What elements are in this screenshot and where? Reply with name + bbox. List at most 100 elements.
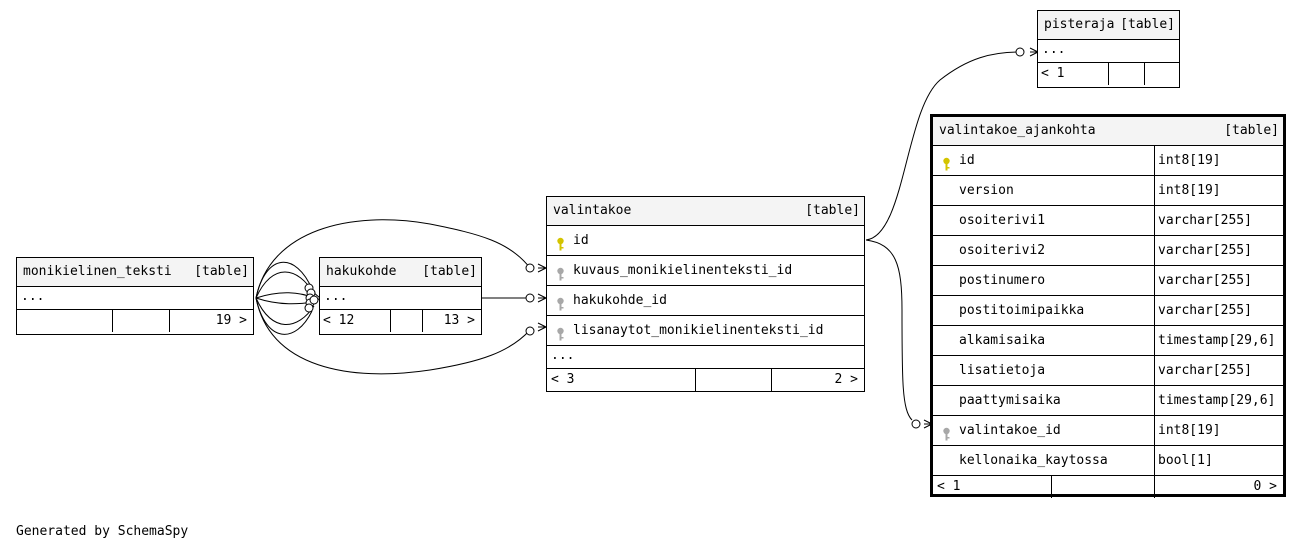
column-name: osoiterivi1: [959, 213, 1046, 228]
parents-link[interactable]: < 3: [551, 372, 575, 387]
column-list: id kuvaus_monikielinenteksti_id hakukohde_…: [547, 226, 864, 346]
edge-monikielinen-hakukohde: [255, 297, 315, 305]
children-link[interactable]: 0 >: [1154, 476, 1283, 498]
column-name: valintakoe_id: [959, 423, 1061, 438]
foreign-key-icon: [942, 423, 951, 441]
column-name: lisatietoja: [959, 363, 1046, 378]
parents-link[interactable]: < 12: [323, 313, 355, 328]
table-name: pisteraja: [1044, 17, 1115, 32]
column-type: timestamp[29,6]: [1154, 326, 1275, 355]
foreign-key-icon: [556, 293, 565, 311]
column-name: version: [959, 183, 1014, 198]
column-name: paattymisaika: [959, 393, 1061, 408]
table-name: valintakoe: [553, 203, 632, 218]
column-type: varchar[255]: [1154, 236, 1252, 265]
edge-monikielinen-valintakoe-lisanaytot: [255, 297, 531, 375]
table-footer: < 3 2 >: [547, 369, 864, 391]
table-header[interactable]: monikielinen_teksti [table]: [17, 258, 253, 287]
parents-link[interactable]: < 1: [1041, 66, 1065, 81]
column-name: id: [959, 153, 975, 168]
column-name: kellonaika_kaytossa: [959, 453, 1108, 468]
table-header[interactable]: valintakoe [table]: [547, 197, 864, 226]
column-list: id int8[19] version int8[19] osoiterivi1 varc…: [933, 146, 1283, 476]
table-footer: < 12 13 >: [320, 310, 481, 332]
table-type-tag: [table]: [805, 203, 860, 218]
footer-cell: [695, 369, 771, 391]
table-footer: < 1: [1038, 63, 1179, 85]
more-columns: ...: [547, 346, 864, 369]
footer-cell: [1144, 63, 1179, 85]
column-row[interactable]: alkamisaika timestamp[29,6]: [933, 326, 1283, 356]
column-name: kuvaus_monikielinenteksti_id: [573, 263, 793, 278]
table-header[interactable]: pisteraja [table]: [1038, 11, 1179, 40]
column-name: postitoimipaikka: [959, 303, 1085, 318]
edge-valintakoe-pisteraja: [865, 51, 1021, 241]
more-columns: ...: [1038, 40, 1179, 63]
foreign-key-icon: [556, 263, 565, 281]
column-name: id: [573, 233, 589, 248]
table-footer: < 1 0 >: [933, 476, 1283, 498]
table-header[interactable]: hakukohde [table]: [320, 258, 481, 287]
generated-by-text: Generated by SchemaSpy: [16, 524, 189, 539]
column-row[interactable]: hakukohde_id: [547, 286, 864, 316]
edge-monikielinen-hakukohde: [255, 297, 315, 325]
column-type: int8[19]: [1154, 416, 1221, 445]
children-link[interactable]: 13 >: [422, 310, 481, 332]
column-row[interactable]: postitoimipaikka varchar[255]: [933, 296, 1283, 326]
foreign-key-icon: [556, 323, 565, 341]
table-type-tag: [table]: [194, 264, 249, 279]
more-columns: ...: [17, 287, 253, 310]
column-row[interactable]: lisatietoja varchar[255]: [933, 356, 1283, 386]
children-link[interactable]: 19 >: [169, 310, 253, 332]
primary-key-icon: [942, 153, 951, 171]
column-type: timestamp[29,6]: [1154, 386, 1275, 415]
table-name: valintakoe_ajankohta: [939, 123, 1096, 138]
table-name: monikielinen_teksti: [23, 264, 172, 279]
column-row[interactable]: version int8[19]: [933, 176, 1283, 206]
table-pisteraja[interactable]: pisteraja [table] ... < 1: [1037, 10, 1180, 88]
column-name: lisanaytot_monikielinenteksti_id: [573, 323, 824, 338]
column-name: alkamisaika: [959, 333, 1046, 348]
column-type: varchar[255]: [1154, 296, 1252, 325]
column-row[interactable]: kellonaika_kaytossa bool[1]: [933, 446, 1283, 476]
table-name: hakukohde: [326, 264, 397, 279]
column-row[interactable]: kuvaus_monikielinenteksti_id: [547, 256, 864, 286]
footer-cell: [1051, 476, 1154, 498]
column-row[interactable]: id int8[19]: [933, 146, 1283, 176]
column-row[interactable]: postinumero varchar[255]: [933, 266, 1283, 296]
table-type-tag: [table]: [1224, 123, 1279, 138]
table-valintakoe[interactable]: valintakoe [table] id kuvaus_monikielinen…: [546, 196, 865, 392]
parents-link[interactable]: < 1: [937, 479, 961, 494]
edge-valintakoe-ajankohta: [865, 239, 913, 421]
column-row[interactable]: valintakoe_id int8[19]: [933, 416, 1283, 446]
table-footer: 19 >: [17, 310, 253, 332]
table-type-tag: [table]: [422, 264, 477, 279]
table-type-tag: [table]: [1120, 17, 1175, 32]
column-name: postinumero: [959, 273, 1046, 288]
column-name: osoiterivi2: [959, 243, 1046, 258]
column-type: varchar[255]: [1154, 356, 1252, 385]
column-row[interactable]: id: [547, 226, 864, 256]
column-type: int8[19]: [1154, 146, 1221, 175]
column-type: bool[1]: [1154, 446, 1213, 475]
primary-key-icon: [556, 233, 565, 251]
table-hakukohde[interactable]: hakukohde [table] ... < 12 13 >: [319, 257, 482, 335]
footer-cell: [112, 310, 169, 332]
more-columns: ...: [320, 287, 481, 310]
footer-cell: [390, 310, 422, 332]
edge-monikielinen-valintakoe-kuvaus: [255, 219, 531, 299]
table-header[interactable]: valintakoe_ajankohta [table]: [933, 117, 1283, 146]
column-type: int8[19]: [1154, 176, 1221, 205]
column-row[interactable]: paattymisaika timestamp[29,6]: [933, 386, 1283, 416]
column-type: varchar[255]: [1154, 206, 1252, 235]
children-link[interactable]: 2 >: [771, 369, 864, 391]
column-row[interactable]: osoiterivi1 varchar[255]: [933, 206, 1283, 236]
column-type: varchar[255]: [1154, 266, 1252, 295]
table-monikielinen-teksti[interactable]: monikielinen_teksti [table] ... 19 >: [16, 257, 254, 335]
column-name: hakukohde_id: [573, 293, 667, 308]
column-row[interactable]: lisanaytot_monikielinenteksti_id: [547, 316, 864, 346]
column-row[interactable]: osoiterivi2 varchar[255]: [933, 236, 1283, 266]
edge-monikielinen-hakukohde: [255, 292, 315, 299]
